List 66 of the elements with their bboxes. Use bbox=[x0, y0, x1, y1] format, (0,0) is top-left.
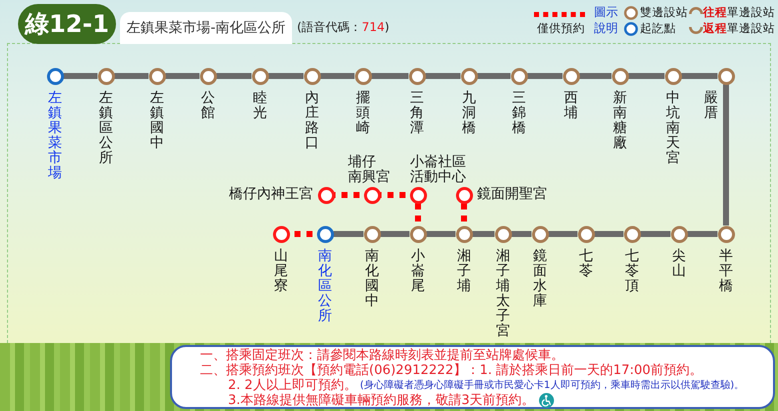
station-name: 小崙尾 bbox=[411, 249, 425, 294]
station-name: 公館 bbox=[201, 91, 215, 121]
route-line bbox=[478, 73, 510, 79]
station-name: 西埔 bbox=[564, 91, 578, 121]
legend-heading: 圖示說明 bbox=[594, 4, 618, 36]
route-line bbox=[268, 73, 304, 79]
station-name: 湘子埔太子宮 bbox=[496, 249, 510, 339]
route-title: 綠12-1 bbox=[18, 4, 116, 44]
station-name: 南化區公所 bbox=[318, 249, 332, 324]
station-name: 左鎮區公所 bbox=[99, 91, 113, 166]
route-line bbox=[426, 73, 460, 79]
route-line bbox=[334, 231, 364, 237]
station-name: 尖山 bbox=[672, 249, 686, 279]
station-name: 內庄路口 bbox=[305, 91, 319, 151]
station-name: 埔仔南興宮 bbox=[348, 155, 390, 185]
route-line bbox=[640, 231, 670, 237]
station-name: 七苓頂 bbox=[625, 249, 639, 294]
station-name: 三角潭 bbox=[410, 91, 424, 136]
route-line bbox=[114, 73, 148, 79]
station-name: 鏡面開聖宮 bbox=[477, 187, 547, 202]
route-line bbox=[166, 73, 200, 79]
station-name: 中坑南天宮 bbox=[666, 91, 680, 166]
route-line bbox=[548, 231, 578, 237]
route-line bbox=[472, 231, 494, 237]
station-name: 湘子埔 bbox=[457, 249, 471, 294]
route-line bbox=[426, 231, 456, 237]
route-line bbox=[372, 73, 408, 79]
route-line bbox=[64, 73, 98, 79]
station-name: 南化國中 bbox=[365, 249, 379, 309]
route-line bbox=[512, 231, 532, 237]
station-name: 半平橋 bbox=[719, 249, 733, 294]
station-name: 睦光 bbox=[253, 91, 267, 121]
route-name-tab: 左鎮果菜市場-南化區公所 bbox=[120, 12, 292, 44]
station-name: 七苓 bbox=[579, 249, 593, 279]
station-name: 山尾寮 bbox=[274, 249, 288, 294]
station-name: 小崙社區活動中心 bbox=[410, 155, 466, 185]
station-name: 橋仔內神王宮 bbox=[229, 187, 313, 202]
route-line bbox=[723, 84, 729, 226]
route-line bbox=[380, 231, 410, 237]
station-name: 鏡面水庫 bbox=[533, 249, 547, 309]
note-text: 二、搭乘預約班次【預約電話(06)2912222】：1. 請於搭乘日前一天的17:00前預約。 bbox=[200, 363, 703, 378]
station-name: 左鎮國中 bbox=[150, 91, 164, 151]
note-text: 2. 2人以上即可預約。 bbox=[228, 378, 357, 393]
route-line bbox=[320, 73, 354, 79]
route-line bbox=[528, 73, 562, 79]
route-line bbox=[688, 231, 718, 237]
legend-text: 雙邊設站 bbox=[640, 5, 688, 20]
note-text: 3.本路線提供無障礙車輛預約服務，敬請3天前預約。 bbox=[228, 393, 535, 408]
station-name: 擺頭崎 bbox=[356, 91, 370, 136]
legend-text: 起訖點 bbox=[640, 21, 676, 36]
legend-text: 僅供預約 bbox=[537, 21, 585, 36]
route-line bbox=[580, 73, 612, 79]
station-name: 嚴厝 bbox=[704, 91, 718, 121]
route-line bbox=[594, 231, 624, 237]
note-text: (身心障礙者憑身心障礙手冊或市民愛心卡1人即可預約，乘車時需出示以供駕駛查驗)。 bbox=[360, 378, 744, 393]
note-text: 一、搭乘固定班次：請參閱本路線時刻表並提前至站牌處候車。 bbox=[200, 348, 564, 363]
route-line bbox=[216, 73, 252, 79]
route-line bbox=[628, 73, 664, 79]
route-line bbox=[682, 73, 718, 79]
legend-text: 返程單邊設站 bbox=[703, 21, 775, 36]
voice-code: (語音代碼：714) bbox=[297, 19, 390, 35]
station-name: 三錦橋 bbox=[512, 91, 526, 136]
legend-text: 往程單邊設站 bbox=[703, 5, 775, 20]
station-name: 左鎮果菜市場 bbox=[48, 91, 62, 181]
station-name: 新南糖廠 bbox=[613, 91, 627, 151]
station-name: 九洞橋 bbox=[462, 91, 476, 136]
